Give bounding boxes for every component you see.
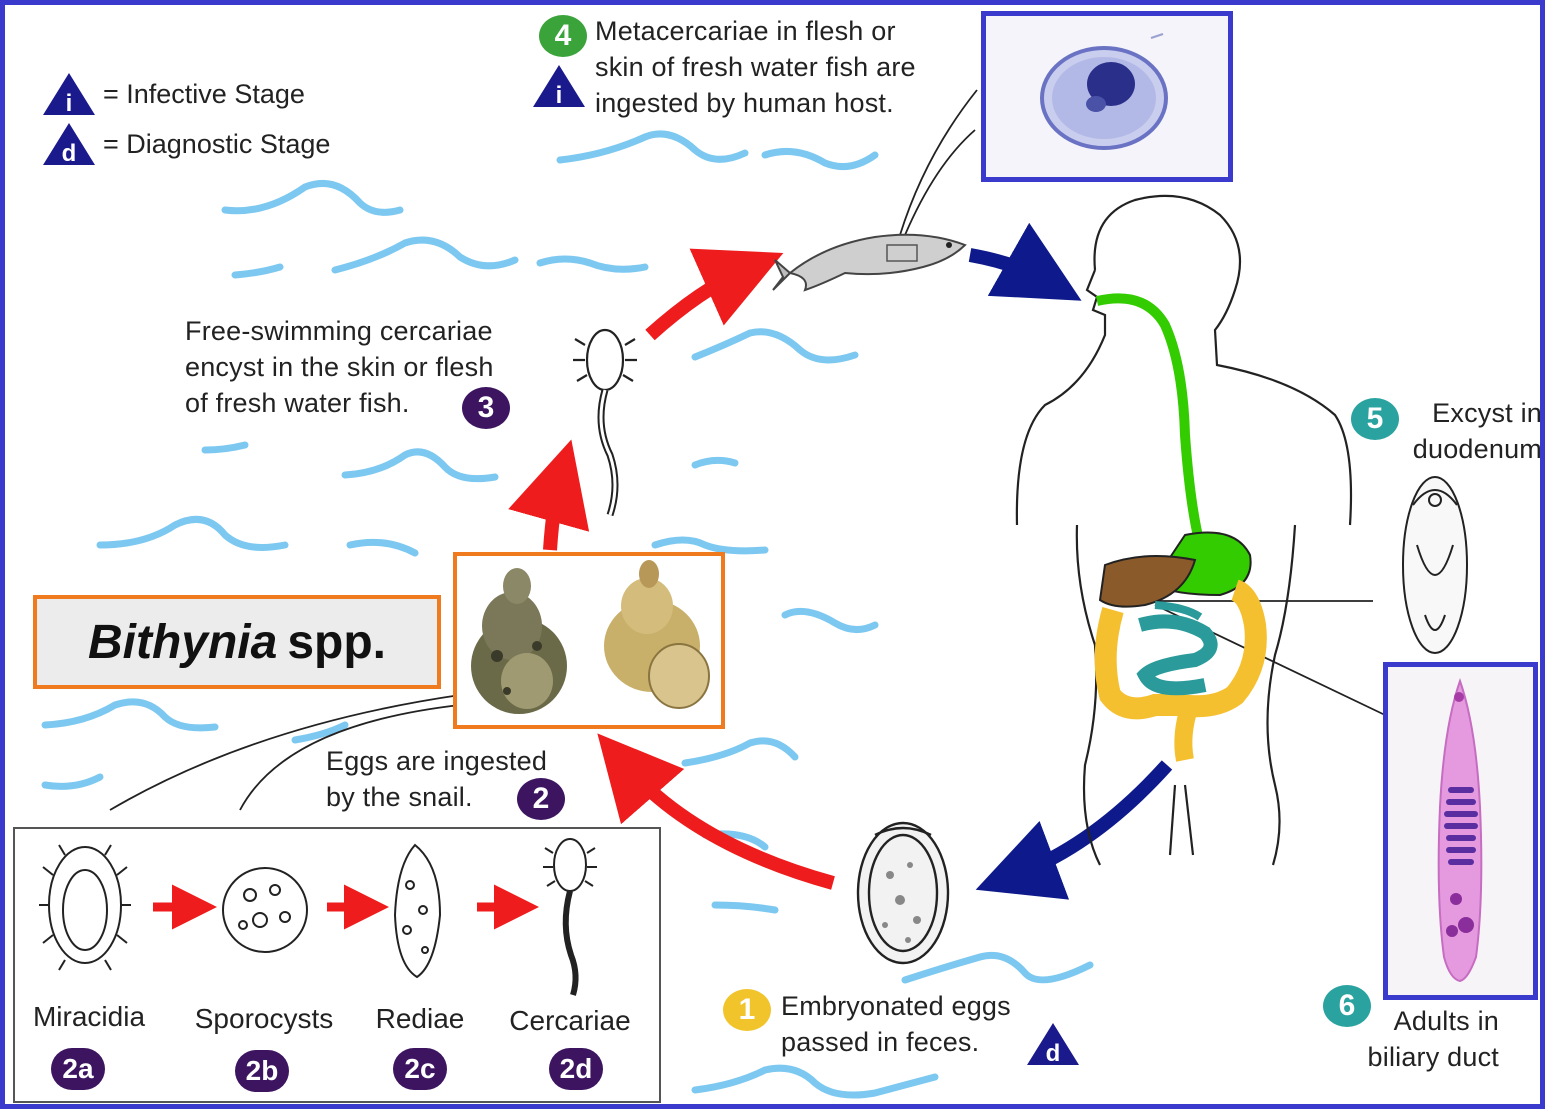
metacercaria-image <box>986 16 1228 177</box>
legend-infective-label: = Infective Stage <box>103 79 305 110</box>
step-5-text: Excyst in duodenum <box>1392 395 1542 467</box>
stage-2c-label: Rediae <box>357 1003 483 1035</box>
stage-2c-badge: 2c <box>393 1048 447 1090</box>
stage-2d-label: Cercariae <box>495 1005 645 1037</box>
snail-species-suffix: spp. <box>287 615 386 670</box>
step-2-text: Eggs are ingested by the snail. <box>326 743 547 815</box>
step-4-text: Metacercariae in flesh or skin of fresh … <box>595 13 916 121</box>
step-4-infective-icon: i <box>531 63 587 109</box>
step-4-badge: 4 <box>539 15 587 57</box>
step-6-text: Adults in biliary duct <box>1345 1003 1499 1075</box>
legend-diagnostic: d = Diagnostic Stage <box>41 121 330 167</box>
step-3-badge: 3 <box>462 387 510 429</box>
stage-2a-label: Miracidia <box>19 1001 159 1033</box>
diagnostic-stage-icon: d <box>41 121 97 167</box>
step-2-badge: 2 <box>517 778 565 820</box>
adult-fluke-image <box>1388 667 1533 995</box>
fish-drawing <box>773 235 965 290</box>
legend-diagnostic-label: = Diagnostic Stage <box>103 129 330 160</box>
snail-images <box>457 556 721 725</box>
excysted-larva-drawing <box>1403 477 1467 653</box>
cercaria-drawing-step3 <box>573 330 637 515</box>
human-figure <box>1017 196 1351 865</box>
step-1-text: Embryonated eggs passed in feces. <box>781 988 1011 1060</box>
step-1-diagnostic-icon: d <box>1025 1021 1081 1067</box>
legend-infective: i = Infective Stage <box>41 71 305 117</box>
snail-host-label: Bithynia spp. <box>33 595 441 689</box>
stage-2a-badge: 2a <box>51 1048 105 1090</box>
adult-fluke-photo <box>1383 662 1538 1000</box>
metacercaria-photo <box>981 11 1233 182</box>
stage-2d-badge: 2d <box>549 1048 603 1090</box>
stage-2b-badge: 2b <box>235 1050 289 1092</box>
step-1-marker: d <box>1046 1040 1061 1067</box>
snail-photos <box>453 552 725 729</box>
step-4-marker: i <box>556 82 563 109</box>
infective-symbol: i <box>66 90 73 117</box>
snail-genus: Bithynia <box>88 615 277 670</box>
diagnostic-symbol: d <box>62 140 77 167</box>
infective-stage-icon: i <box>41 71 97 117</box>
step-1-badge: 1 <box>723 989 771 1031</box>
embryonated-egg-drawing <box>858 823 948 963</box>
step-3-text: Free-swimming cercariae encyst in the sk… <box>185 313 494 421</box>
stage-2b-label: Sporocysts <box>179 1003 349 1035</box>
